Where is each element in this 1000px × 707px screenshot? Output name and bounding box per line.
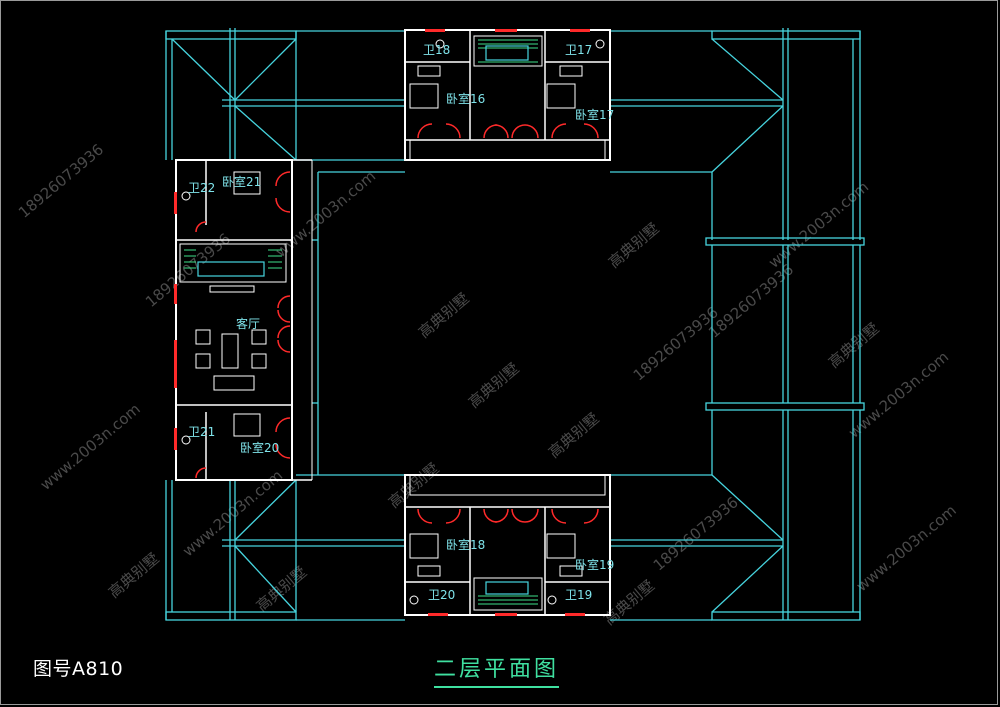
watermark-brand: 高典别墅 xyxy=(415,289,473,341)
room-label-bedroom-17: 卧室17 xyxy=(575,107,614,122)
left-block-doors xyxy=(195,171,291,479)
room-label-bedroom-18: 卧室18 xyxy=(446,537,485,552)
top-staircase xyxy=(473,35,543,67)
watermark-phone: 18926073936 xyxy=(650,493,742,574)
left-staircase xyxy=(179,243,287,283)
roof-eave-top-left xyxy=(165,30,297,40)
room-label-bedroom-19: 卧室19 xyxy=(575,557,614,572)
watermark-site: www.2003n.com xyxy=(845,348,952,442)
armchair-icon xyxy=(195,353,211,369)
watermark-site: www.2003n.com xyxy=(272,167,379,261)
roof-outline xyxy=(165,28,865,621)
roof-eave-top-right xyxy=(711,30,861,40)
left-living-block: 卫22 卧室21 客厅 卫21 卧室20 xyxy=(174,159,313,481)
toilet-icon xyxy=(547,595,557,605)
bed-icon xyxy=(233,413,261,437)
room-label-bath-18: 卫18 xyxy=(423,43,450,57)
watermark-brand: 高典别墅 xyxy=(465,359,523,411)
room-label-bath-21: 卫21 xyxy=(188,425,215,439)
watermark-layer: 18926073936 www.2003n.com 18926073936 ww… xyxy=(15,140,960,628)
watermark-brand: 高典别墅 xyxy=(105,549,163,601)
toilet-icon xyxy=(595,39,605,49)
roof-eave-right-upper xyxy=(705,237,865,246)
room-label-living-room: 客厅 xyxy=(236,316,260,331)
room-label-bath-20: 卫20 xyxy=(428,588,455,602)
room-label-bath-19: 卫19 xyxy=(565,588,592,602)
watermark-phone: 18926073936 xyxy=(15,140,107,221)
bed-icon xyxy=(233,171,261,195)
bottom-bedroom-block: 卧室18 卫20 卧室19 卫19 xyxy=(404,474,614,616)
watermark-site: www.2003n.com xyxy=(853,501,960,595)
sofa-icon xyxy=(213,375,255,391)
bottom-staircase xyxy=(473,577,543,611)
watermark-brand: 高典别墅 xyxy=(605,219,663,271)
armchair-icon xyxy=(195,329,211,345)
watermark-brand: 高典别墅 xyxy=(385,459,443,511)
watermark-brand: 高典别墅 xyxy=(600,576,658,628)
room-label-bath-17: 卫17 xyxy=(565,43,592,57)
top-bedroom-block: 卫18 卧室16 卫17 卧室17 xyxy=(404,29,614,161)
bottom-balcony xyxy=(409,474,606,496)
watermark-brand: 高典别墅 xyxy=(253,563,311,615)
room-label-bedroom-16: 卧室16 xyxy=(446,91,485,106)
watermark-brand: 高典别墅 xyxy=(545,409,603,461)
top-block-doors xyxy=(417,123,599,139)
room-label-bedroom-21: 卧室21 xyxy=(222,174,261,189)
bed-icon xyxy=(409,83,439,109)
armchair-icon xyxy=(251,353,267,369)
tv-cabinet-icon xyxy=(209,285,255,293)
bed-icon xyxy=(409,533,439,559)
watermark-brand: 高典别墅 xyxy=(825,319,883,371)
roof-eave-right-lower xyxy=(705,402,865,411)
armchair-icon xyxy=(251,329,267,345)
toilet-icon xyxy=(435,39,445,49)
roof-eave-bottom-left xyxy=(165,611,297,621)
bottom-block-doors xyxy=(417,508,599,524)
bed-icon xyxy=(546,83,576,109)
room-label-bath-22: 卫22 xyxy=(188,181,215,195)
coffee-table-icon xyxy=(221,333,239,369)
watermark-site: www.2003n.com xyxy=(765,178,872,272)
watermark-site: www.2003n.com xyxy=(37,400,144,494)
watermark-phone: 18926073936 xyxy=(142,230,234,311)
drawing-number-label: 图号A810 xyxy=(33,658,124,680)
left-block-walls xyxy=(175,159,293,481)
room-label-bedroom-20: 卧室20 xyxy=(240,440,279,455)
toilet-icon xyxy=(409,595,419,605)
roof-eave-bottom-right xyxy=(711,611,861,621)
toilet-icon xyxy=(181,435,191,445)
top-balcony xyxy=(409,139,606,161)
watermark-phone: 18926073936 xyxy=(630,303,722,384)
toilet-icon xyxy=(181,191,191,201)
bed-icon xyxy=(546,533,576,559)
drawing-title: 二层平面图 xyxy=(434,651,560,688)
